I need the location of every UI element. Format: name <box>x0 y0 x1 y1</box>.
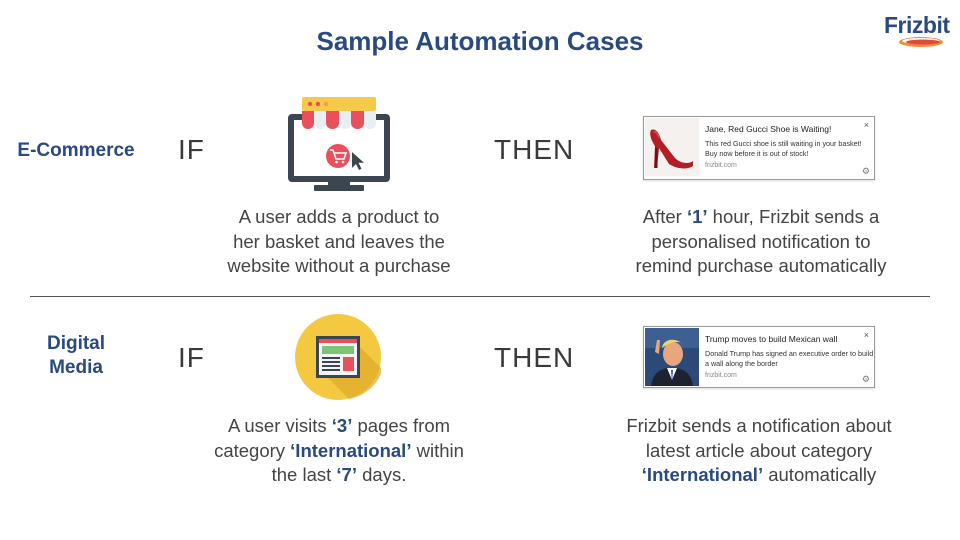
notification-body: This red Gucci shoe is still waiting in … <box>705 139 862 158</box>
gear-icon[interactable]: ⚙ <box>861 166 870 176</box>
ecommerce-notification[interactable]: Jane, Red Gucci Shoe is Waiting! This re… <box>643 116 875 180</box>
notification-body: Donald Trump has signed an executive ord… <box>705 349 874 368</box>
frizbit-logo: Frizbit <box>880 10 950 50</box>
gear-icon[interactable]: ⚙ <box>861 374 870 384</box>
notification-title: Trump moves to build Mexican wall <box>705 334 838 344</box>
digital-media-if-description: A user visits ‘3’ pages from category ‘I… <box>214 415 464 485</box>
ecommerce-then-description: After ‘1’ hour, Frizbit sends a personal… <box>635 206 887 276</box>
section-divider <box>30 296 930 297</box>
notification-domain: frizbit.com <box>705 372 737 379</box>
close-icon[interactable]: × <box>863 330 869 340</box>
then-keyword: THEN <box>494 134 575 165</box>
close-icon[interactable]: × <box>863 120 869 130</box>
digital-media-notification[interactable]: Trump moves to build Mexican wall Donald… <box>643 326 875 388</box>
ecommerce-label: E-Commerce <box>17 140 135 161</box>
if-keyword: IF <box>178 134 205 165</box>
person-photo-image <box>645 328 699 386</box>
logo-swoosh-icon <box>899 37 943 47</box>
if-keyword: IF <box>178 342 205 373</box>
notification-domain: frizbit.com <box>705 162 737 169</box>
page-title: Sample Automation Cases <box>316 26 644 56</box>
news-page-icon <box>295 314 381 400</box>
then-keyword: THEN <box>494 342 575 373</box>
notification-title: Jane, Red Gucci Shoe is Waiting! <box>705 124 832 134</box>
red-shoe-image <box>645 118 699 176</box>
ecommerce-if-description: A user adds a product to her basket and … <box>227 206 451 276</box>
digital-media-then-description: Frizbit sends a notification about lates… <box>626 415 892 485</box>
digital-media-label: Digital Media <box>46 333 106 378</box>
shopping-cart-browser-icon <box>288 97 390 191</box>
